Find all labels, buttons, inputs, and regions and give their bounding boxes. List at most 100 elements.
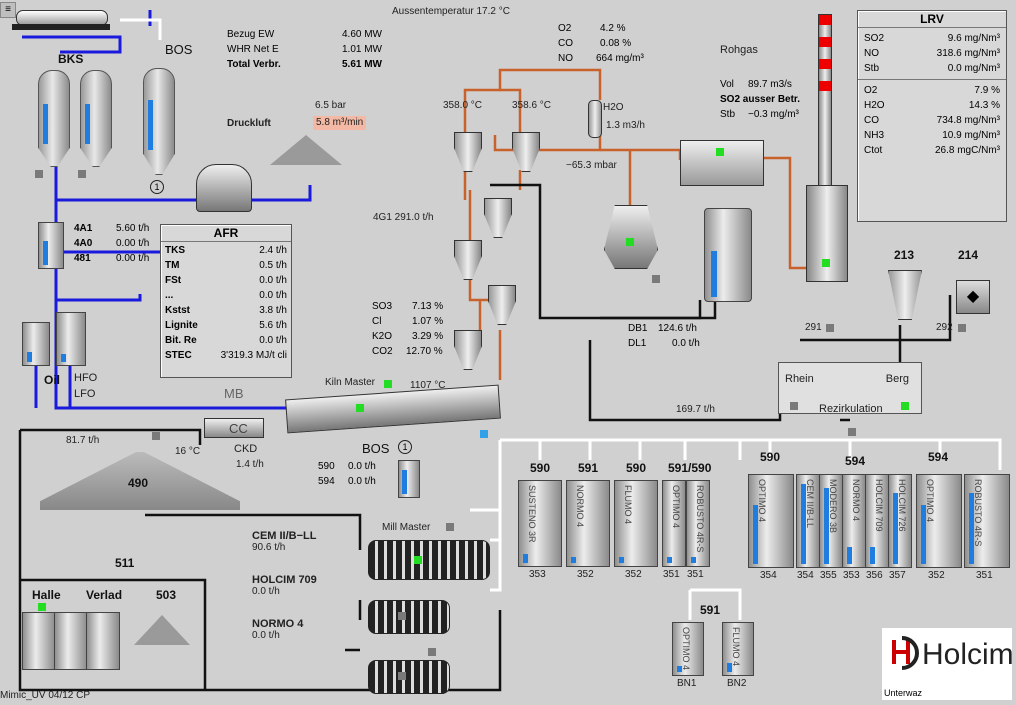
silo-number: 353	[529, 569, 546, 580]
silo-group-head: 590	[530, 461, 551, 475]
gas-value: 4.2 %	[600, 23, 626, 34]
cement-silo[interactable]: OPTIMO 4	[662, 480, 686, 567]
dispatch-silo[interactable]	[54, 612, 88, 670]
bos2-row-value: 0.0 t/h	[348, 461, 376, 472]
cement-silo[interactable]: ROBUSTO 4R-S	[964, 474, 1010, 568]
cement-silo[interactable]: OPTIMO 4	[748, 474, 794, 568]
cement-silo[interactable]: NORMO 4	[842, 474, 866, 568]
cement-silo[interactable]: OPTIMO 4	[672, 622, 704, 676]
oil-tank[interactable]	[56, 312, 86, 366]
silo-product-name: OPTIMO 4	[925, 479, 935, 523]
air-pressure: 6.5 bar	[315, 100, 347, 111]
fan-icon[interactable]	[196, 164, 252, 212]
bos-silo[interactable]	[143, 68, 175, 175]
air-flow-value: 5.8 m³/min	[313, 116, 367, 130]
cement-silo[interactable]: SUSTENO 3R	[518, 480, 562, 567]
afr-value: 0.0 t/h	[259, 290, 287, 301]
cement-mill-1[interactable]	[368, 540, 490, 580]
silo-product-name: HOLCIM 726	[897, 479, 907, 532]
clinker-value: 1.07 %	[412, 316, 444, 327]
dispatch-silo[interactable]	[22, 612, 56, 670]
lrv-value: 318.6 mg/Nm³	[936, 48, 1000, 59]
afr-value: 2.4 t/h	[259, 245, 287, 256]
clinker-label: SO3	[372, 301, 393, 312]
silo-product-name: CEM II/B-LL	[805, 479, 815, 529]
silo-number: BN1	[677, 678, 697, 689]
cement-mill-2[interactable]	[368, 600, 450, 634]
silo-product-name: NORMO 4	[575, 485, 585, 528]
lrv-label: O2	[864, 85, 878, 96]
gas-value: 664 mg/m³	[596, 53, 644, 64]
cement-type: HOLCIM 709	[252, 574, 317, 586]
bos2-bin[interactable]	[398, 460, 420, 498]
homogenizing-silo[interactable]	[704, 208, 752, 302]
cement-transport	[120, 18, 1002, 620]
silo-number: 353	[843, 570, 860, 581]
cement-silo[interactable]: HOLCIM 726	[888, 474, 912, 568]
clinker-label: Cl	[372, 316, 382, 327]
silo-level-bar	[969, 493, 974, 564]
silo-level-bar	[847, 547, 852, 564]
run-indicator	[822, 259, 830, 267]
rohgas-value: 89.7 m3/s	[748, 79, 792, 90]
cement-silo[interactable]: FLUMO 4	[722, 622, 754, 676]
menu-icon[interactable]: ≡	[0, 2, 16, 18]
afr-value: 3.8 t/h	[259, 305, 287, 316]
clinker-label: CO2	[372, 346, 393, 357]
feed-value: 5.60 t/h	[116, 223, 150, 234]
bag-filter[interactable]	[680, 140, 764, 186]
silo-number: 357	[889, 570, 906, 581]
raw-mill[interactable]	[604, 205, 658, 269]
separator-unit[interactable]: Rhein Berg Rezirkulation	[778, 362, 922, 415]
feed-bin[interactable]	[38, 222, 64, 269]
dispatch-silo[interactable]	[86, 612, 120, 670]
kiln-master-label: Kiln Master	[325, 377, 376, 388]
bks-silo-1[interactable]	[38, 70, 70, 167]
cement-silo[interactable]: OPTIMO 4	[916, 474, 962, 568]
lrv-label: CO	[864, 115, 879, 126]
kiln-master-indicator[interactable]	[384, 380, 392, 388]
silo-level-bar	[870, 547, 875, 564]
silo-product-name: HOLCIM 709	[874, 479, 884, 532]
silo-product-name: FLUMO 4	[731, 627, 741, 667]
afr-value: 0.0 t/h	[259, 275, 287, 286]
cooler[interactable]: CC	[204, 418, 264, 438]
cement-silo[interactable]: NORMO 4	[566, 480, 610, 567]
silo-number: 352	[928, 570, 945, 581]
silo-number: 352	[625, 569, 642, 580]
cement-silo[interactable]: FLUMO 4	[614, 480, 658, 567]
cement-silo[interactable]: MODERO 3B	[819, 474, 843, 568]
status-indicator	[152, 432, 160, 440]
oil-tank[interactable]	[22, 322, 50, 366]
cement-mill-3[interactable]	[368, 660, 450, 694]
feeder-214-icon[interactable]: ◆	[956, 280, 990, 314]
silo-level-bar	[893, 493, 898, 564]
filter-tower[interactable]	[806, 185, 848, 282]
clinker-value: 3.29 %	[412, 331, 444, 342]
lfo-label: LFO	[74, 388, 96, 400]
cement-rate: 0.0 t/h	[252, 586, 280, 597]
verlad-label: Verlad	[86, 588, 123, 602]
cement-silo[interactable]: ROBUSTO 4R-S	[686, 480, 710, 567]
silo-group-head: 591	[700, 603, 721, 617]
bks-silo-2[interactable]	[80, 70, 112, 167]
cement-silo[interactable]: CEM II/B-LL	[796, 474, 820, 568]
h2o-label: H2O	[603, 102, 624, 113]
cement-silo[interactable]: HOLCIM 709	[865, 474, 889, 568]
run-indicator	[38, 603, 46, 611]
dl1-label: DL1	[628, 338, 647, 349]
run-indicator	[356, 404, 364, 412]
status-indicator	[480, 430, 488, 438]
ckd-value: 1.4 t/h	[236, 459, 264, 470]
silo-number: 355	[820, 570, 837, 581]
silo-level-bar	[921, 505, 926, 564]
silo-product-name: NORMO 4	[851, 479, 861, 522]
lrv-label: NO	[864, 48, 879, 59]
silo-level-bar	[727, 663, 732, 672]
silo-level-bar	[677, 666, 682, 672]
ckd-label: CKD	[234, 443, 258, 455]
mill-master-indicator[interactable]	[446, 523, 454, 531]
lrv-label: Stb	[864, 63, 880, 74]
status-indicator	[826, 324, 834, 332]
